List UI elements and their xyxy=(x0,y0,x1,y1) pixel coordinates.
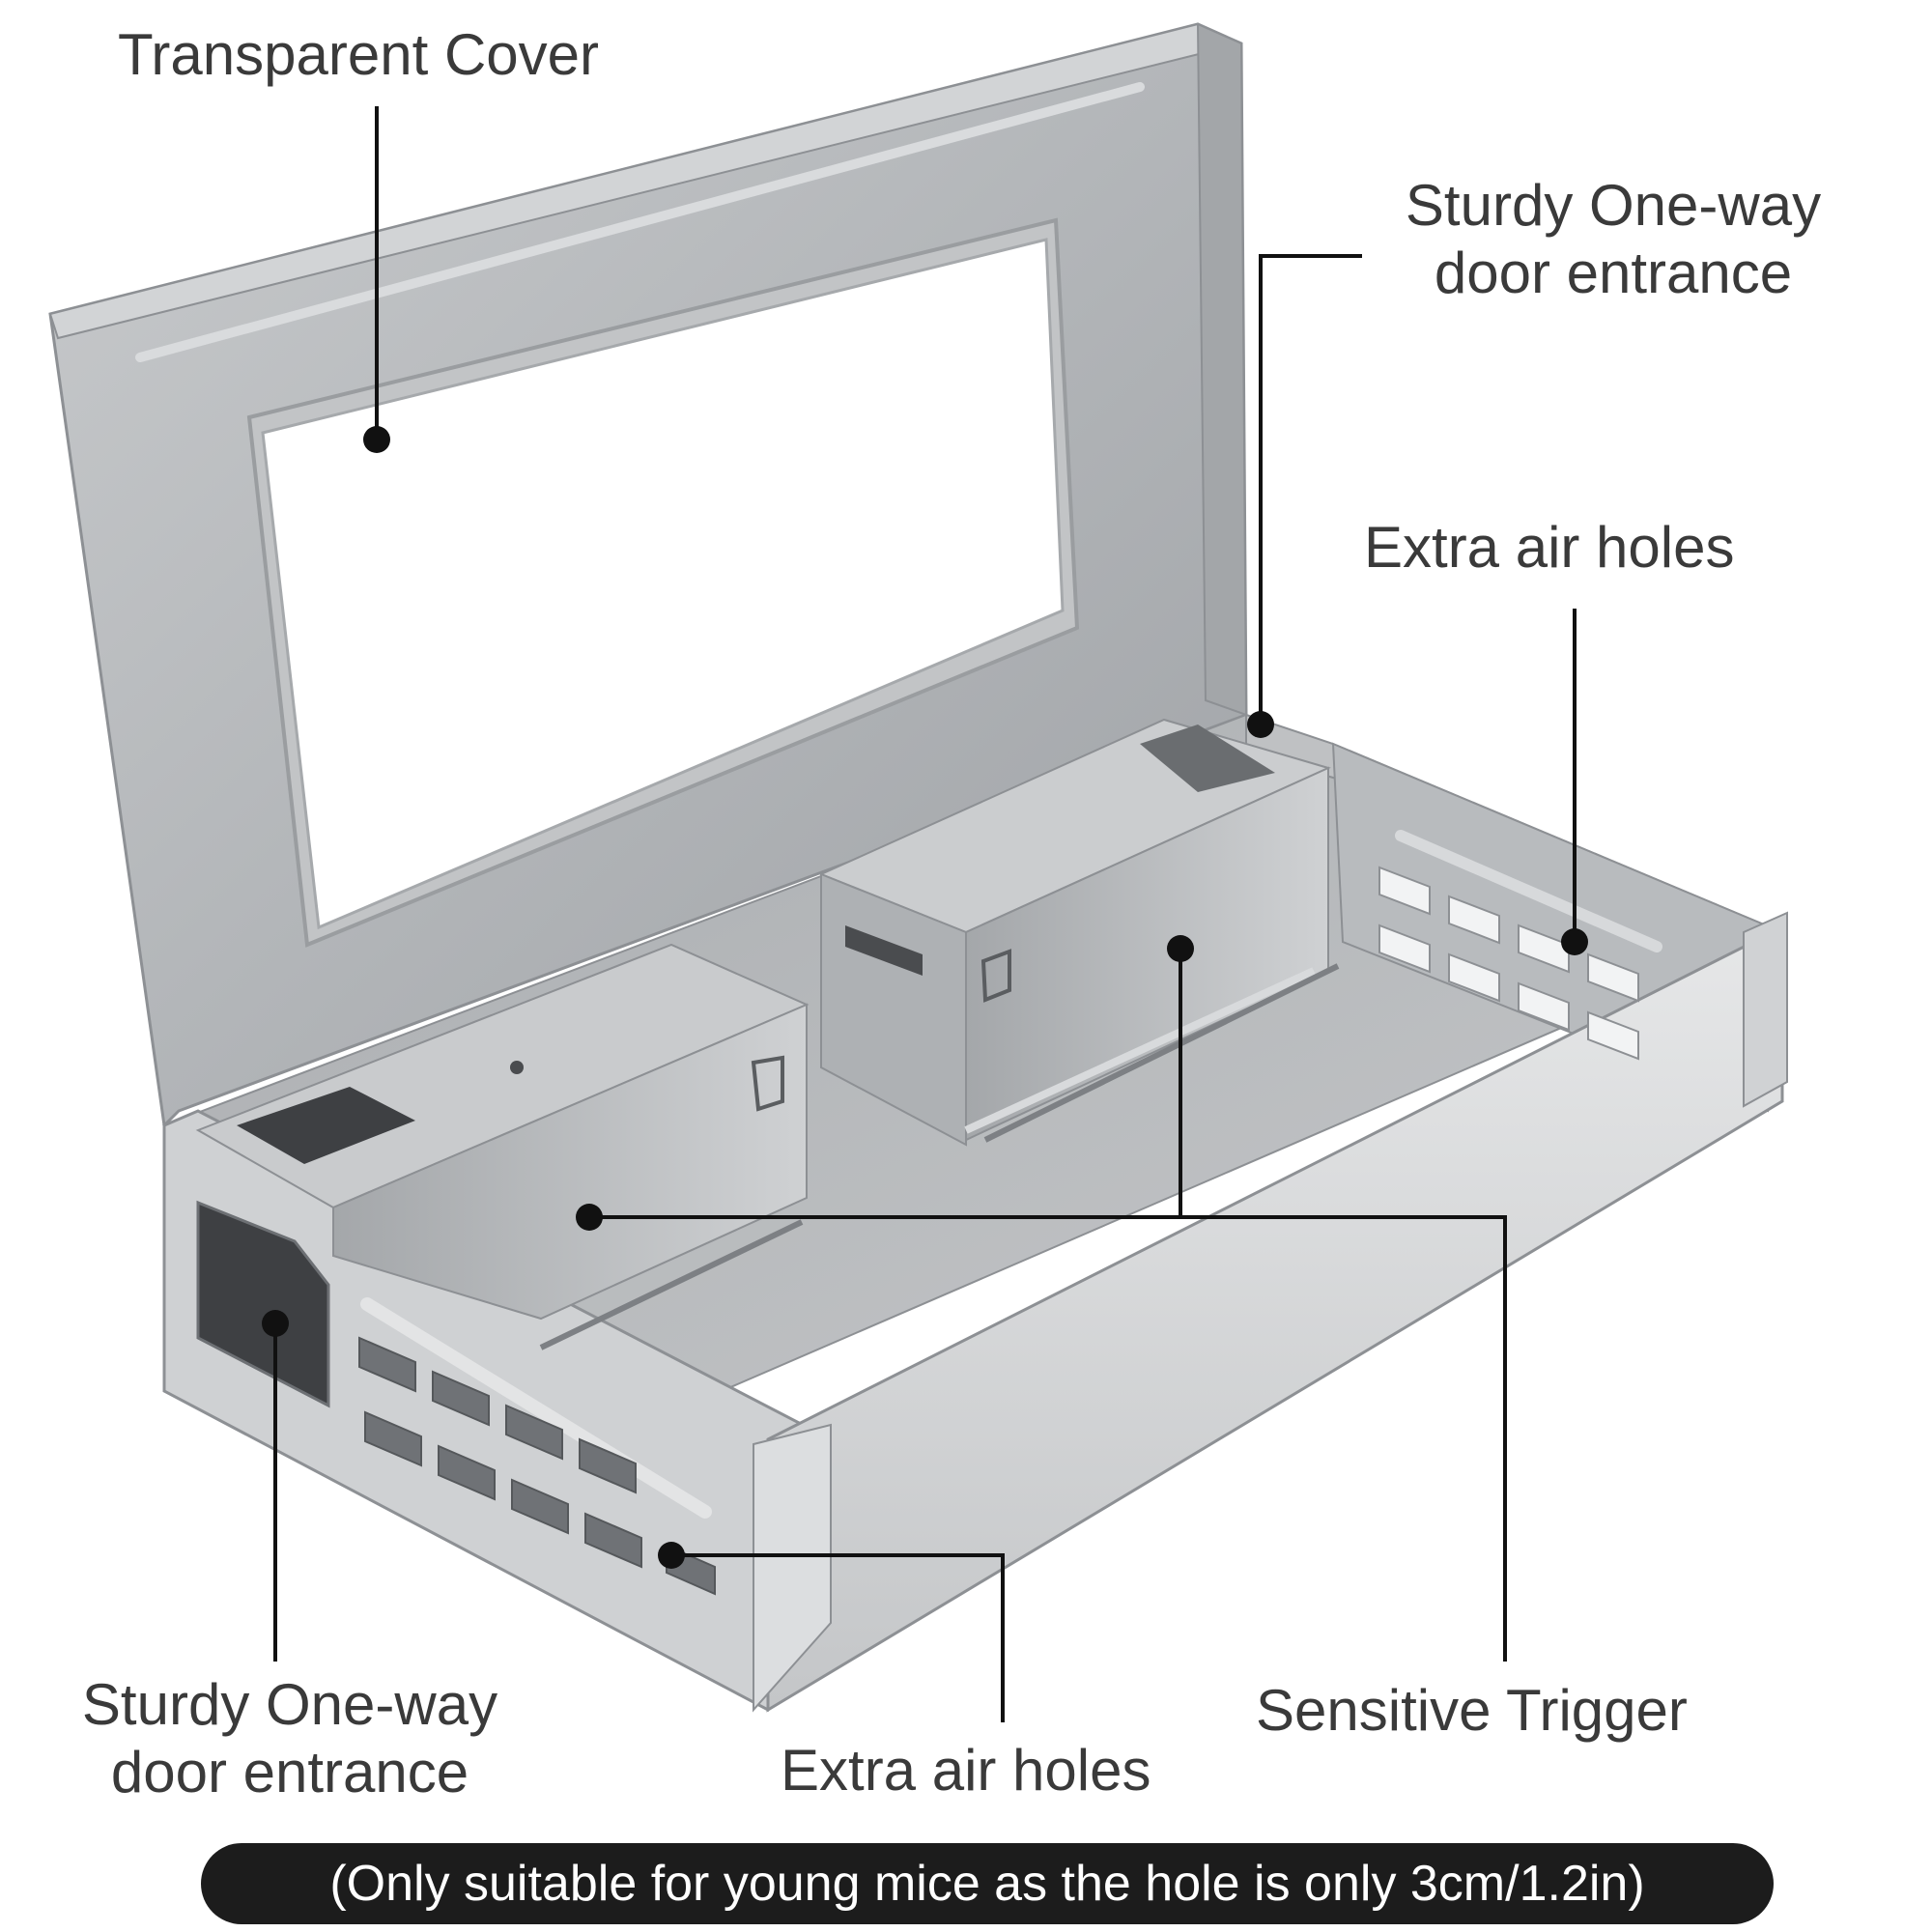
label-door-entrance-right-line2: door entrance xyxy=(1434,241,1793,305)
label-door-entrance-right-line1: Sturdy One-way xyxy=(1405,173,1822,238)
right-tunnel-box xyxy=(818,718,1331,1147)
label-door-entrance-left-line2: door entrance xyxy=(110,1740,469,1804)
left-air-holes xyxy=(358,1297,716,1596)
right-air-holes xyxy=(1378,830,1662,1061)
label-transparent-cover: Transparent Cover xyxy=(118,22,599,87)
label-door-entrance-left-line1: Sturdy One-way xyxy=(81,1672,498,1737)
label-door-entrance-left: Sturdy One-way door entrance xyxy=(48,1671,531,1806)
trigger-plates xyxy=(539,963,1340,1350)
label-sensitive-trigger: Sensitive Trigger xyxy=(1256,1678,1688,1743)
callout-dots xyxy=(262,426,1588,1569)
callout-lines xyxy=(273,106,1577,1722)
trap-lid xyxy=(48,22,1248,1129)
size-warning-banner: (Only suitable for young mice as the hol… xyxy=(201,1843,1774,1924)
label-air-holes-right: Extra air holes xyxy=(1364,515,1735,580)
label-air-holes-bottom: Extra air holes xyxy=(781,1738,1151,1803)
left-door-opening xyxy=(196,1200,330,1408)
label-door-entrance-right: Sturdy One-way door entrance xyxy=(1372,172,1855,307)
left-tunnel-box xyxy=(195,943,810,1321)
